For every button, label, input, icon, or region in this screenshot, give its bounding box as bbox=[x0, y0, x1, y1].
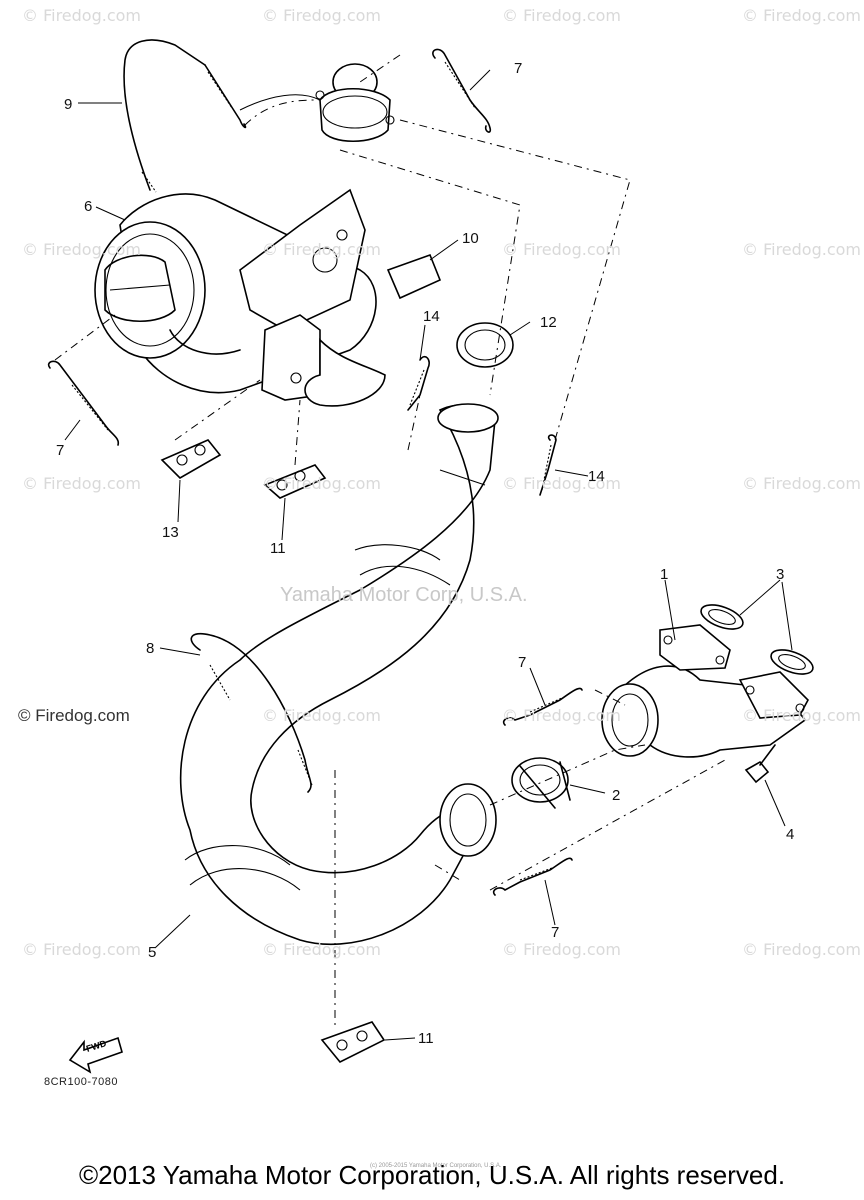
center-watermark: Yamaha Motor Corp, U.S.A. bbox=[280, 584, 528, 606]
callout-12: 12 bbox=[540, 314, 557, 331]
watermark: © Firedog.com bbox=[742, 240, 861, 259]
callout-2: 2 bbox=[612, 787, 621, 804]
watermark: © Firedog.com bbox=[742, 6, 861, 25]
watermark: © Firedog.com bbox=[502, 940, 621, 959]
callout-11-lower: 11 bbox=[418, 1030, 434, 1047]
callout-13: 13 bbox=[162, 524, 179, 541]
joint-top bbox=[315, 63, 395, 143]
pad-part-10 bbox=[386, 253, 442, 300]
callout-7-top: 7 bbox=[514, 60, 523, 77]
watermark: © Firedog.com bbox=[262, 940, 381, 959]
callout-10: 10 bbox=[462, 230, 479, 247]
callout-7-bottom: 7 bbox=[551, 924, 560, 941]
callout-14-right: 14 bbox=[588, 468, 605, 485]
watermark: © Firedog.com bbox=[502, 6, 621, 25]
spring-7-left bbox=[47, 360, 120, 446]
spring-7-top bbox=[432, 48, 492, 133]
watermark: © Firedog.com bbox=[262, 6, 381, 25]
muffler-part-6 bbox=[94, 188, 386, 407]
watermark: © Firedog.com bbox=[742, 706, 861, 725]
watermark: © Firedog.com bbox=[502, 474, 621, 493]
gaskets-part-3 bbox=[700, 604, 814, 675]
bracket-part-11-lower bbox=[320, 1021, 386, 1064]
spring-14-left bbox=[407, 355, 430, 411]
gasket-part-12 bbox=[456, 322, 514, 368]
watermark: © Firedog.com bbox=[22, 6, 141, 25]
leader-lines bbox=[64, 69, 793, 1041]
watermark: © Firedog.com bbox=[22, 474, 141, 493]
part-code: 8CR100-7080 bbox=[44, 1076, 118, 1088]
exhaust-pipe-part-5 bbox=[179, 403, 499, 946]
callout-5: 5 bbox=[148, 944, 157, 961]
callout-3: 3 bbox=[776, 566, 785, 583]
bolt-part-4 bbox=[744, 744, 776, 784]
spring-7-bottom bbox=[492, 857, 573, 896]
watermark: © Firedog.com bbox=[262, 240, 381, 259]
spring-14-right bbox=[539, 434, 557, 496]
bracket-part-11-upper bbox=[263, 464, 327, 499]
fwd-arrow-icon bbox=[68, 1036, 123, 1074]
watermark: © Firedog.com bbox=[742, 940, 861, 959]
callout-7-mid: 7 bbox=[518, 654, 527, 671]
callout-4: 4 bbox=[786, 826, 795, 843]
watermark: © Firedog.com bbox=[502, 706, 621, 725]
callout-11-upper: 11 bbox=[270, 540, 286, 557]
watermark: © Firedog.com bbox=[22, 240, 141, 259]
wire-part-9 bbox=[123, 39, 321, 193]
callout-1: 1 bbox=[660, 566, 669, 583]
watermark: © Firedog.com bbox=[262, 706, 381, 725]
assembly-lines bbox=[54, 54, 726, 1025]
watermark: © Firedog.com bbox=[502, 240, 621, 259]
watermark: © Firedog.com bbox=[22, 940, 141, 959]
callout-14-left: 14 bbox=[423, 308, 440, 325]
tiny-copyright: (c) 2005-2015 Yamaha Motor Corporation, … bbox=[370, 1163, 502, 1169]
spring-7-mid bbox=[502, 687, 583, 726]
watermark: © Firedog.com bbox=[262, 474, 381, 493]
callout-6: 6 bbox=[84, 198, 93, 215]
firedog-label: © Firedog.com bbox=[18, 706, 130, 725]
callout-7-left: 7 bbox=[56, 442, 65, 459]
sleeve-part-2 bbox=[511, 757, 571, 809]
callout-9: 9 bbox=[64, 96, 73, 113]
callout-8: 8 bbox=[146, 640, 155, 657]
manifold-part-1 bbox=[601, 624, 809, 758]
bracket-part-13 bbox=[160, 439, 222, 479]
watermark: © Firedog.com bbox=[742, 474, 861, 493]
footer-copyright: ©2013 Yamaha Motor Corporation, U.S.A. A… bbox=[78, 1160, 786, 1190]
wire-part-8 bbox=[190, 632, 313, 793]
